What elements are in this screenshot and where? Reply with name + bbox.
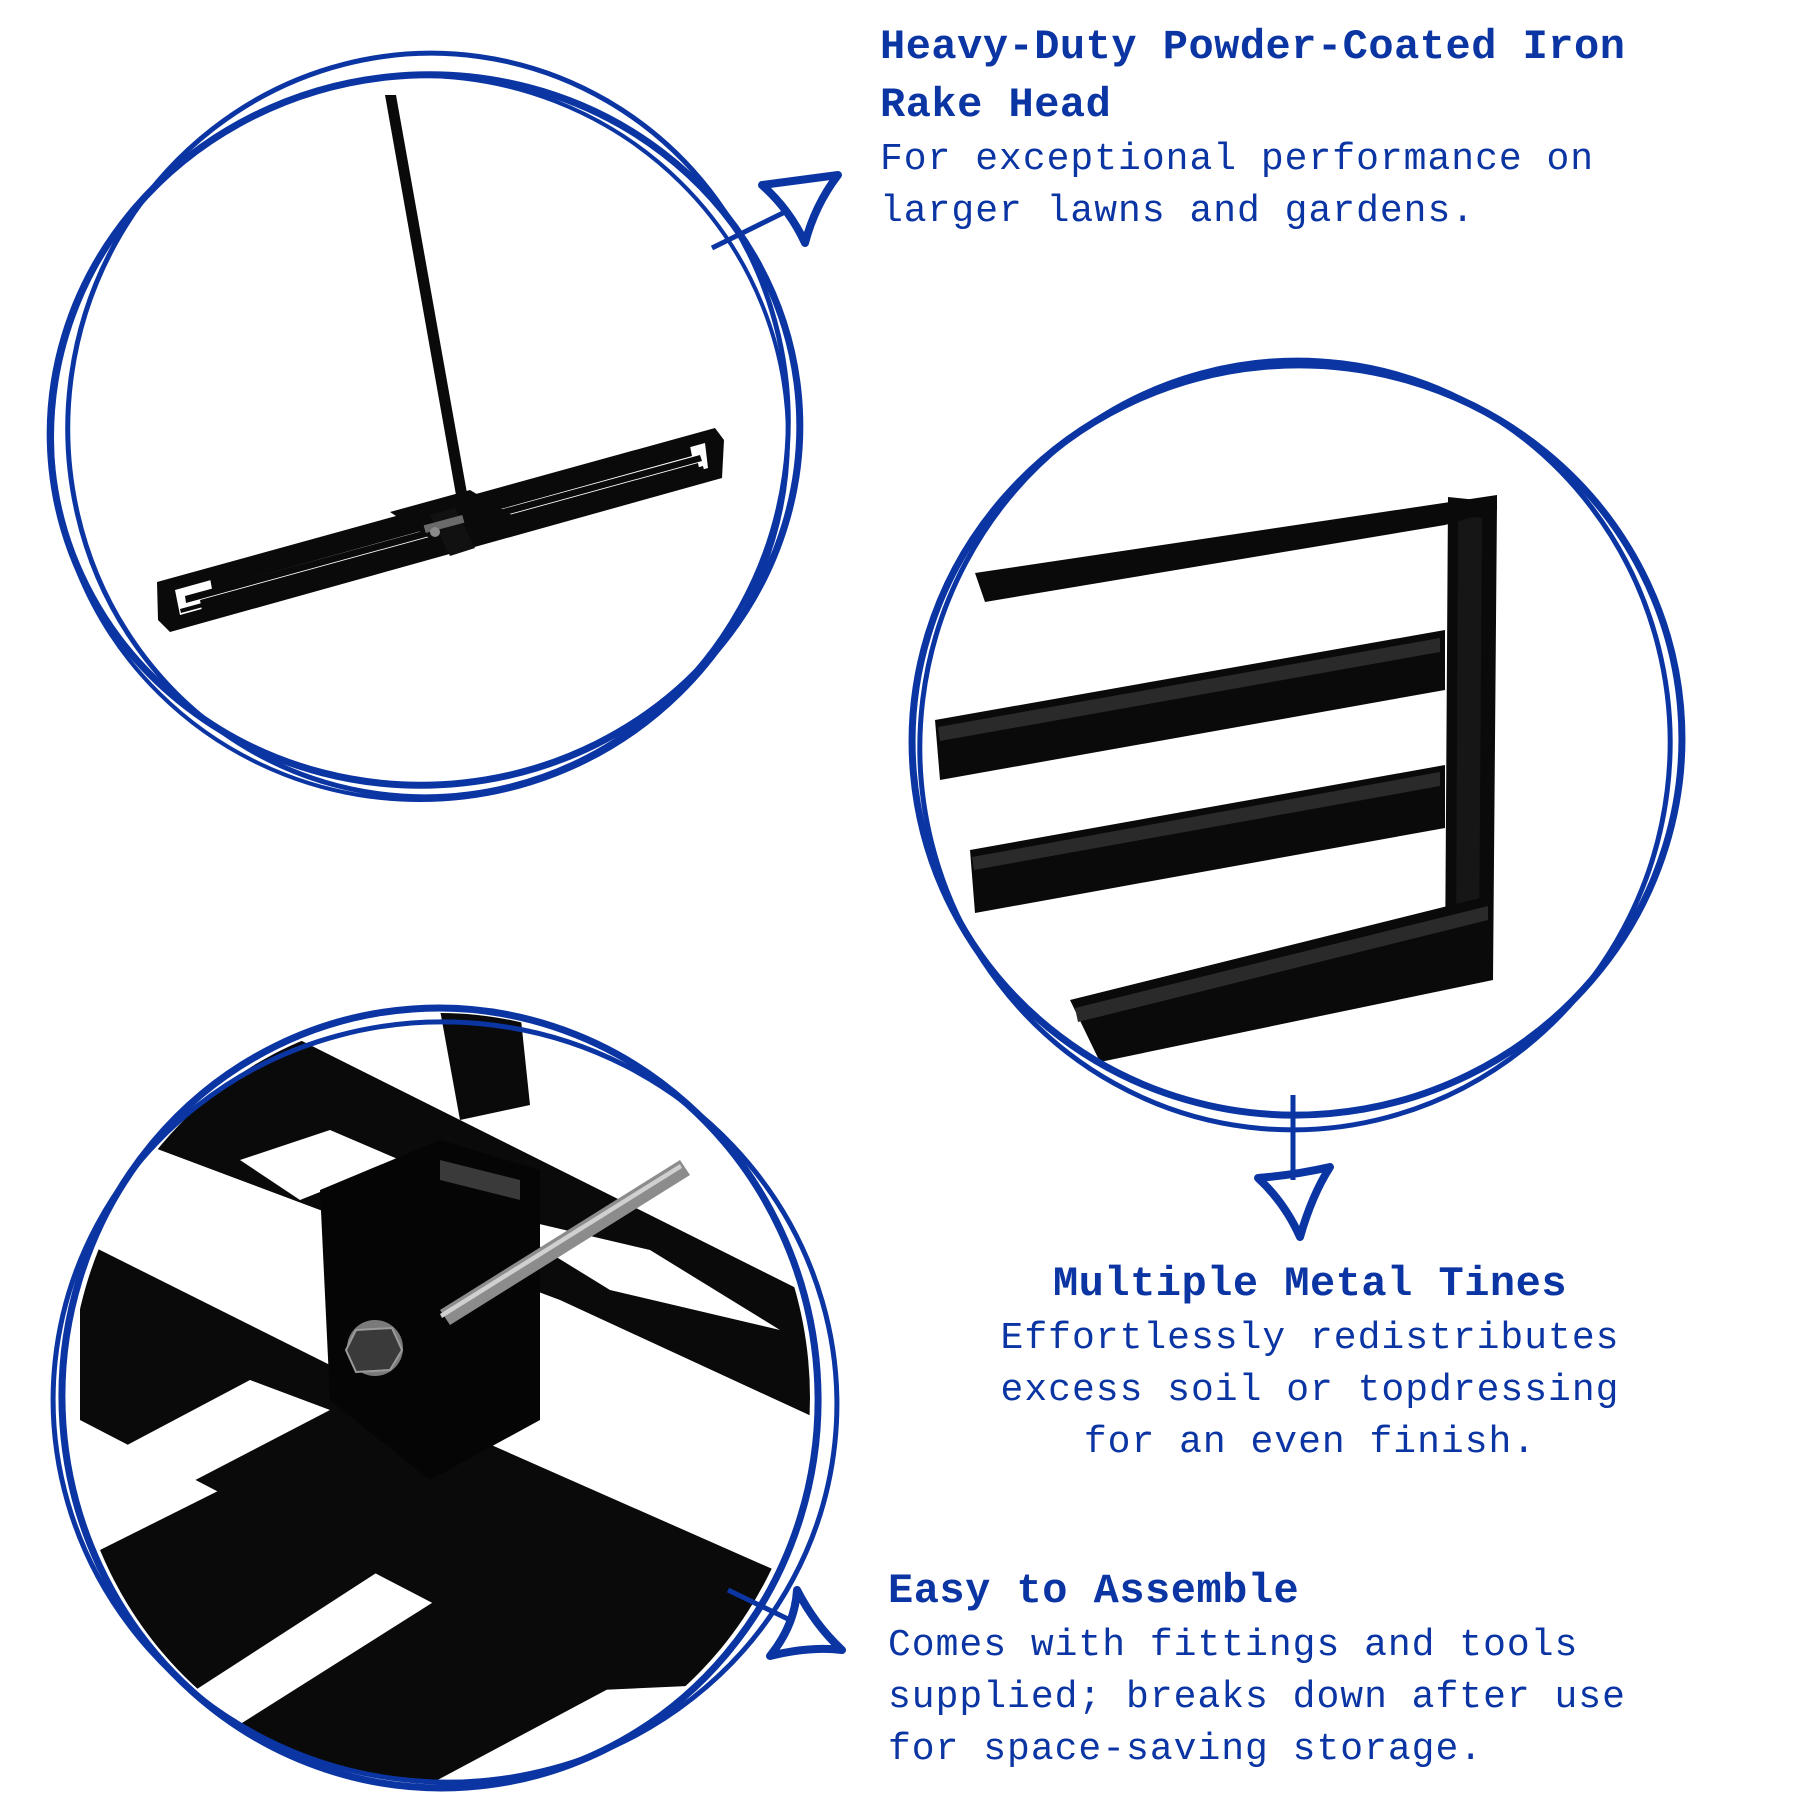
feature-description: For exceptional performance on larger la… xyxy=(880,134,1760,238)
feature-heading: Multiple Metal Tines xyxy=(900,1255,1720,1313)
circle-frame-bottom-left xyxy=(50,1004,840,1792)
feature-metal-tines: Multiple Metal Tines Effortlessly redist… xyxy=(900,1255,1720,1469)
description-line: Comes with fittings and tools xyxy=(888,1624,1579,1667)
circle-frame-top-left xyxy=(46,50,804,802)
heading-line: Easy to Assemble xyxy=(888,1567,1300,1615)
feature-heading: Easy to Assemble xyxy=(888,1562,1768,1620)
feature-description: Effortlessly redistributes excess soil o… xyxy=(900,1313,1720,1469)
description-line: larger lawns and gardens. xyxy=(880,190,1476,233)
feature-easy-assembly: Easy to Assemble Comes with fittings and… xyxy=(888,1562,1768,1776)
arrow-pointing-down-icon xyxy=(1254,1095,1334,1241)
description-line: For exceptional performance on xyxy=(880,138,1595,181)
heading-line: Multiple Metal Tines xyxy=(1052,1260,1568,1308)
heading-line: Rake Head xyxy=(880,81,1112,129)
description-line: excess soil or topdressing xyxy=(1000,1369,1620,1412)
circle-frame-middle-right xyxy=(908,357,1686,1133)
feature-description: Comes with fittings and tools supplied; … xyxy=(888,1620,1768,1776)
arrow-pointing-right-icon xyxy=(726,1586,846,1660)
bolt-bracket-closeup-photo xyxy=(70,1013,810,1783)
description-line: for space-saving storage. xyxy=(888,1728,1484,1771)
description-line: for an even finish. xyxy=(1083,1421,1537,1464)
arrow-pointing-right-icon xyxy=(710,171,842,251)
feature-rake-head: Heavy-Duty Powder-Coated Iron Rake Head … xyxy=(880,18,1760,238)
description-line: supplied; breaks down after use xyxy=(888,1676,1626,1719)
feature-heading: Heavy-Duty Powder-Coated Iron Rake Head xyxy=(880,18,1760,134)
description-line: Effortlessly redistributes xyxy=(1000,1317,1620,1360)
heading-line: Heavy-Duty Powder-Coated Iron xyxy=(880,23,1626,71)
full-rake-photo xyxy=(157,95,724,632)
rake-tines-closeup-photo xyxy=(935,495,1497,1062)
